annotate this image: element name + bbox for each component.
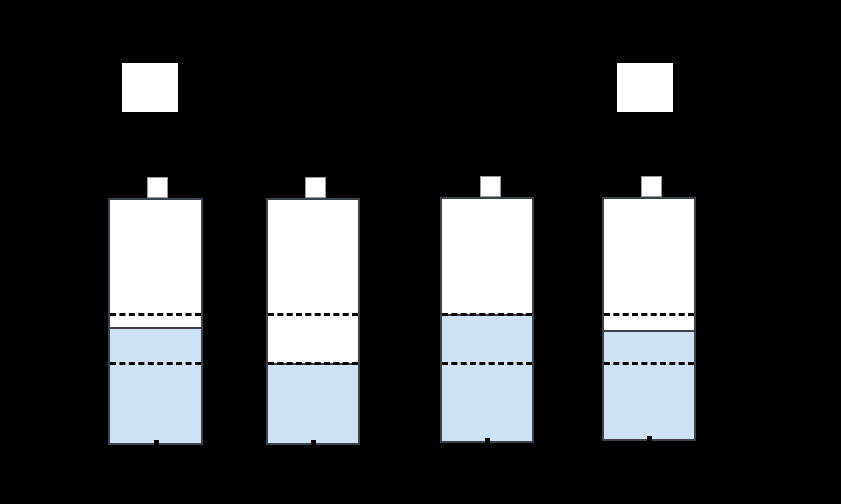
reference-line-upper xyxy=(268,313,358,316)
reference-line-upper xyxy=(110,313,201,316)
reference-line-lower xyxy=(442,362,532,365)
reference-line-lower xyxy=(604,362,694,365)
bottom-center-tick xyxy=(485,438,490,444)
bottom-center-tick xyxy=(153,440,159,446)
gas-cylinder xyxy=(108,198,203,445)
gas-cylinder xyxy=(440,197,534,443)
reference-line-upper xyxy=(604,313,694,316)
gas-cylinder xyxy=(602,197,696,441)
bottom-center-tick xyxy=(311,440,316,446)
piston-knob xyxy=(147,177,168,198)
reference-line-lower xyxy=(110,362,201,365)
liquid-region xyxy=(442,314,532,441)
weight-block xyxy=(122,63,178,112)
bottom-center-tick xyxy=(647,436,652,442)
liquid-region xyxy=(110,327,201,443)
weight-block xyxy=(617,63,673,112)
liquid-region xyxy=(604,330,694,439)
reference-line-upper xyxy=(442,313,532,316)
piston-knob xyxy=(305,177,326,198)
reference-line-lower xyxy=(268,362,358,365)
piston-knob xyxy=(641,176,662,197)
gas-cylinder xyxy=(266,198,360,445)
piston-knob xyxy=(480,176,501,197)
liquid-region xyxy=(268,363,358,443)
